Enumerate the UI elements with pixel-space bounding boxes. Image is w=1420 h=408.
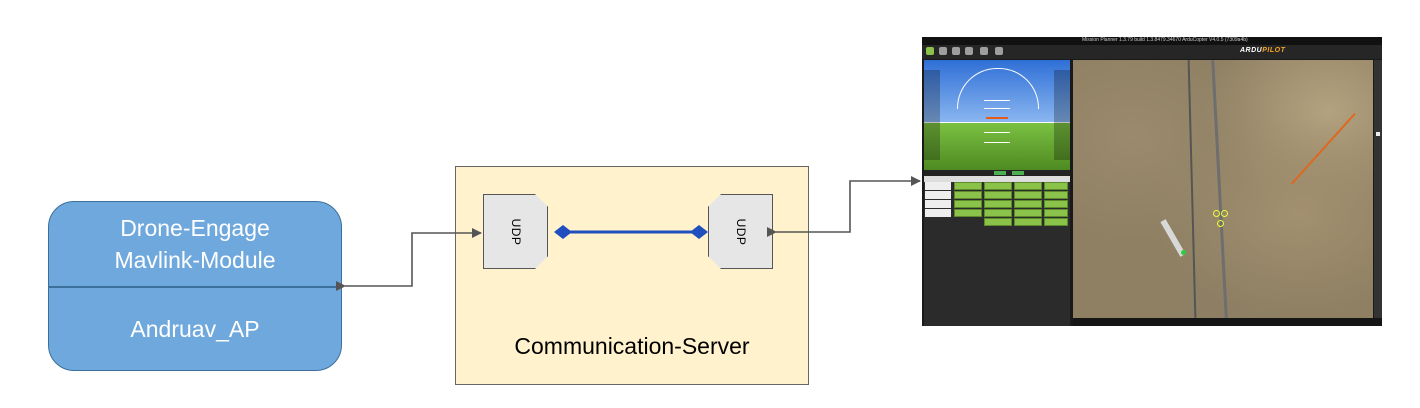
action-button[interactable] — [1044, 191, 1068, 199]
setup-icon — [952, 47, 960, 55]
hud-pitch-line — [984, 132, 1010, 133]
data-view-icon — [926, 47, 934, 55]
hud-aircraft-bug — [986, 117, 1008, 125]
action-button[interactable] — [1014, 182, 1042, 190]
module-subtitle: Andruav_AP — [130, 315, 260, 342]
action-button[interactable] — [954, 200, 982, 208]
action-button[interactable] — [1044, 218, 1068, 226]
module-divider — [49, 286, 341, 288]
config-icon — [965, 47, 973, 55]
module-title-line1: Drone-Engage — [120, 215, 270, 241]
action-button[interactable] — [984, 200, 1012, 208]
action-button[interactable] — [1014, 209, 1042, 217]
mount-select[interactable] — [925, 209, 951, 217]
drone-engage-module: Drone-Engage Mavlink-Module Andruav_AP — [48, 201, 342, 371]
action-button[interactable] — [984, 182, 1012, 190]
gcs-hud — [924, 60, 1070, 170]
gcs-satellite-map[interactable] — [1073, 60, 1373, 318]
map-waypoint-marker[interactable] — [1221, 210, 1228, 217]
plan-icon — [939, 47, 947, 55]
map-flight-track — [1290, 112, 1356, 185]
action-button[interactable] — [954, 191, 982, 199]
action-button[interactable] — [1044, 182, 1068, 190]
map-vehicle-marker — [1181, 250, 1186, 255]
action-button[interactable] — [1014, 191, 1042, 199]
simulation-icon — [980, 47, 988, 55]
gcs-panel-tabs[interactable] — [924, 176, 1070, 182]
udp-port-right: UDP — [708, 194, 773, 269]
map-road — [1211, 60, 1228, 318]
hud-status-bar — [924, 170, 1070, 176]
map-zoom-handle[interactable] — [1376, 132, 1380, 136]
hud-pitch-line — [984, 100, 1010, 101]
waypoint-select[interactable] — [925, 191, 951, 199]
gcs-status-bar — [1073, 318, 1382, 326]
map-road — [1187, 60, 1197, 318]
gcs-titlebar: Mission Planner 1.3.79 build 1.3.8479.34… — [922, 37, 1382, 45]
action-select[interactable] — [925, 182, 951, 190]
module-title-line2: Mavlink-Module — [114, 247, 276, 273]
hud-pitch-line — [984, 108, 1010, 109]
hud-horizon — [924, 121, 1070, 123]
hud-speed-tape — [924, 70, 940, 160]
gcs-menubar — [922, 45, 1382, 59]
map-waypoint-marker[interactable] — [1217, 220, 1224, 227]
logo-highlight: PILOT — [1262, 47, 1286, 54]
map-waypoint-marker[interactable] — [1213, 210, 1220, 217]
udp-port-left-label: UDP — [508, 218, 523, 245]
action-button[interactable] — [954, 209, 982, 217]
action-button[interactable] — [1014, 200, 1042, 208]
gcs-titlebar-text: Mission Planner 1.3.79 build 1.3.8479.34… — [1082, 37, 1248, 43]
hud-status-chip — [1012, 171, 1024, 175]
action-button[interactable] — [984, 191, 1012, 199]
hud-status-chip — [994, 171, 1006, 175]
action-button[interactable] — [1044, 209, 1068, 217]
mode-select[interactable] — [925, 200, 951, 208]
help-icon — [995, 47, 1003, 55]
hud-ground — [924, 121, 1070, 170]
hud-sky — [924, 60, 1070, 122]
module-title: Drone-Engage Mavlink-Module — [49, 202, 341, 286]
server-label: Communication-Server — [514, 333, 750, 359]
udp-port-right-label: UDP — [733, 218, 748, 245]
hud-altitude-tape — [1054, 70, 1070, 160]
mission-planner-screenshot: Mission Planner 1.3.79 build 1.3.8479.34… — [922, 37, 1382, 326]
ardupilot-logo: ARDUPILOT — [1240, 47, 1285, 54]
logo-text: ARDU — [1240, 47, 1263, 54]
action-button[interactable] — [984, 218, 1012, 226]
action-button[interactable] — [1014, 218, 1042, 226]
hud-pitch-line — [984, 142, 1010, 143]
action-button[interactable] — [984, 209, 1012, 217]
action-button[interactable] — [954, 182, 982, 190]
action-button[interactable] — [1044, 200, 1068, 208]
map-zoom-bar[interactable] — [1374, 60, 1382, 318]
gcs-actions-panel — [924, 176, 1070, 326]
udp-port-left: UDP — [483, 194, 548, 269]
